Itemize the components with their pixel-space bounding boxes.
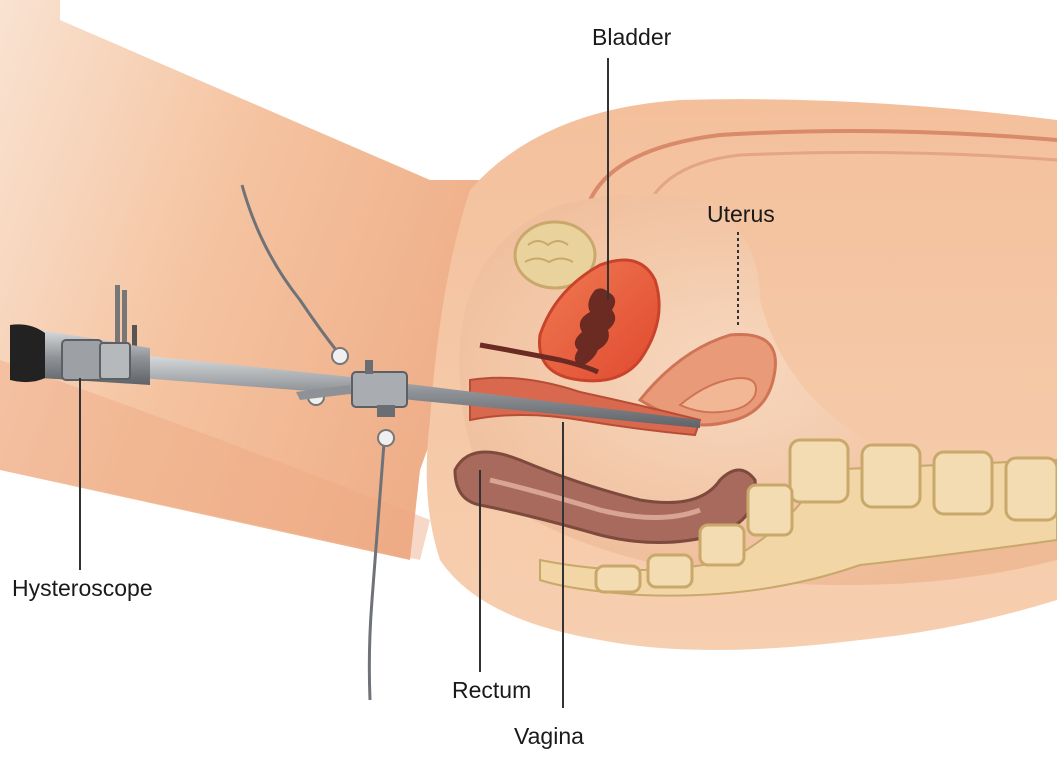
stopcock-upper <box>332 348 348 364</box>
label-uterus: Uterus <box>707 201 775 227</box>
label-rectum: Rectum <box>452 677 531 703</box>
stopcock-lower <box>378 430 394 446</box>
label-hysteroscope: Hysteroscope <box>12 575 153 601</box>
label-vagina: Vagina <box>514 723 584 749</box>
label-bladder: Bladder <box>592 24 672 50</box>
